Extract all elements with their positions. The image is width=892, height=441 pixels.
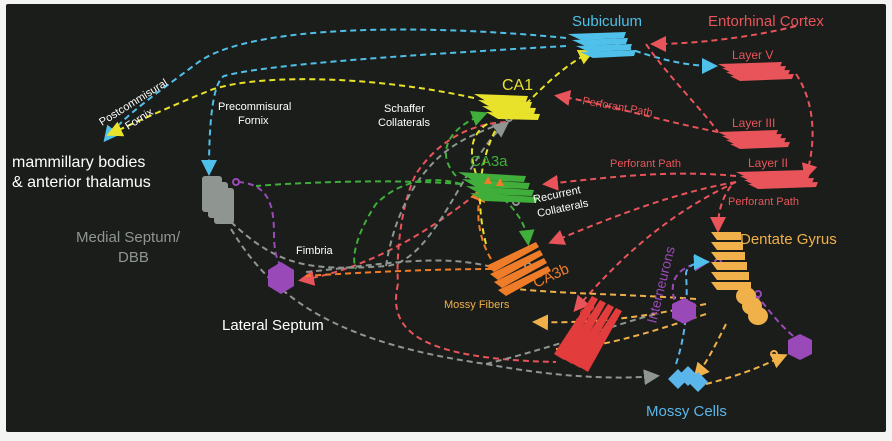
subiculum-cells [568,32,636,58]
interneuron-right [788,334,812,360]
medial-septum-label-2: DBB [118,249,149,266]
precommisural-label-1: Precommisural [218,101,291,113]
layer-v-to-layer-ii-path [795,73,818,180]
ca1-to-subiculum-path [525,49,595,105]
entorhinal-cortex-label: Entorhinal Cortex [708,13,824,30]
precommisural-fornix-path [201,45,567,176]
medial-septum-cells [202,176,234,224]
layer-ii-to-ca3c-path [573,181,737,313]
ca3a-cells [458,172,538,203]
ca1-label: CA1 [502,77,533,94]
subiculum-label: Subiculum [572,13,642,30]
ca1-cells [474,94,540,120]
mossy-cell-dentate-path [705,353,788,385]
dentate-gyrus-cells [711,232,768,325]
ca3a-to-ca1-path [445,110,488,177]
hippocampal-circuit-diagram: Subiculum Entorhinal Cortex Layer V Laye… [12,13,837,420]
dentate-to-mossy-cells-path [693,323,727,380]
schaffer-collateral-path [479,128,497,245]
mossy-fibers-label: Mossy Fibers [444,299,510,311]
ec-descending-path [645,43,719,133]
ca3c-cells [554,296,622,372]
septum-to-ca3b-grey-path [305,259,489,273]
ca3b-lateral-path [305,268,492,277]
ca1-fornix-path [106,78,475,137]
ca3b-cells [486,242,551,296]
interneuron-feedback-path [671,255,710,310]
terminal-septum [232,178,240,186]
mossy-fiber-path-3 [515,288,697,300]
right-interneuron-path [755,295,802,343]
medial-septum-label-1: Medial Septum/ [76,229,181,246]
ca3a-schaffer-path [353,179,462,270]
fimbria-label: Fimbria [296,245,334,257]
septum-purple-loop [237,181,282,267]
layer-v-label: Layer V [732,48,773,62]
perforant-path-label-3: Perforant Path [728,196,799,208]
layer-ii-to-ca3b-path [548,181,737,245]
septum-upper-grey-path [385,121,507,267]
ca3c-return-path [395,283,557,363]
mossy-cell-blue-path [675,254,710,365]
layer-iii-cells [718,130,790,149]
lateral-septum-label: Lateral Septum [222,317,324,334]
perforant-path-label-2: Perforant Path [610,158,681,170]
recurrent-collateral-path [495,191,535,246]
layer-iii-perforant-path [554,90,719,133]
ca3a-soma-2 [496,178,504,186]
mossy-cells-group [668,366,708,392]
medial-septum-fimbria-path [230,121,510,269]
layer-v-cells [718,62,794,81]
layer-ii-label: Layer II [748,156,788,170]
ca3b-recurrent-path [470,185,492,260]
perforant-path-label-1: Perforant Path [581,95,653,119]
layer-ii-cells [736,170,818,189]
mammillary-label-2: & anterior thalamus [12,174,151,191]
ca3a-to-lateral-septum-path [255,180,462,187]
layer-ii-to-dentate-path [710,185,732,233]
lateral-septum-cell [268,262,294,294]
schaffer-label-2: Collaterals [378,117,430,129]
dentate-gyrus-label: Dentate Gyrus [740,231,837,248]
postcommisural-fornix-path [103,28,567,143]
ca3-to-lateral-septum-path [298,193,477,286]
interneuron-left [672,298,696,324]
terminal-mossy [770,350,778,358]
layer-ii-perforant-to-ca3a [542,172,737,191]
layer-iii-label: Layer III [732,116,775,130]
schaffer-label-1: Schaffer [384,103,425,115]
precommisural-label-2: Fornix [238,115,269,127]
ec-deep-to-subiculum-path [650,25,797,52]
ca3a-soma-1 [484,176,492,184]
schaffer-collateral-path-2 [471,121,492,175]
ca3a-label: CA3a [470,153,508,170]
ca1-red-input-path [396,121,507,285]
mammillary-label-1: mammillary bodies [12,154,145,171]
mossy-cells-label: Mossy Cells [646,403,727,420]
diagram-board: Subiculum Entorhinal Cortex Layer V Laye… [6,4,886,432]
